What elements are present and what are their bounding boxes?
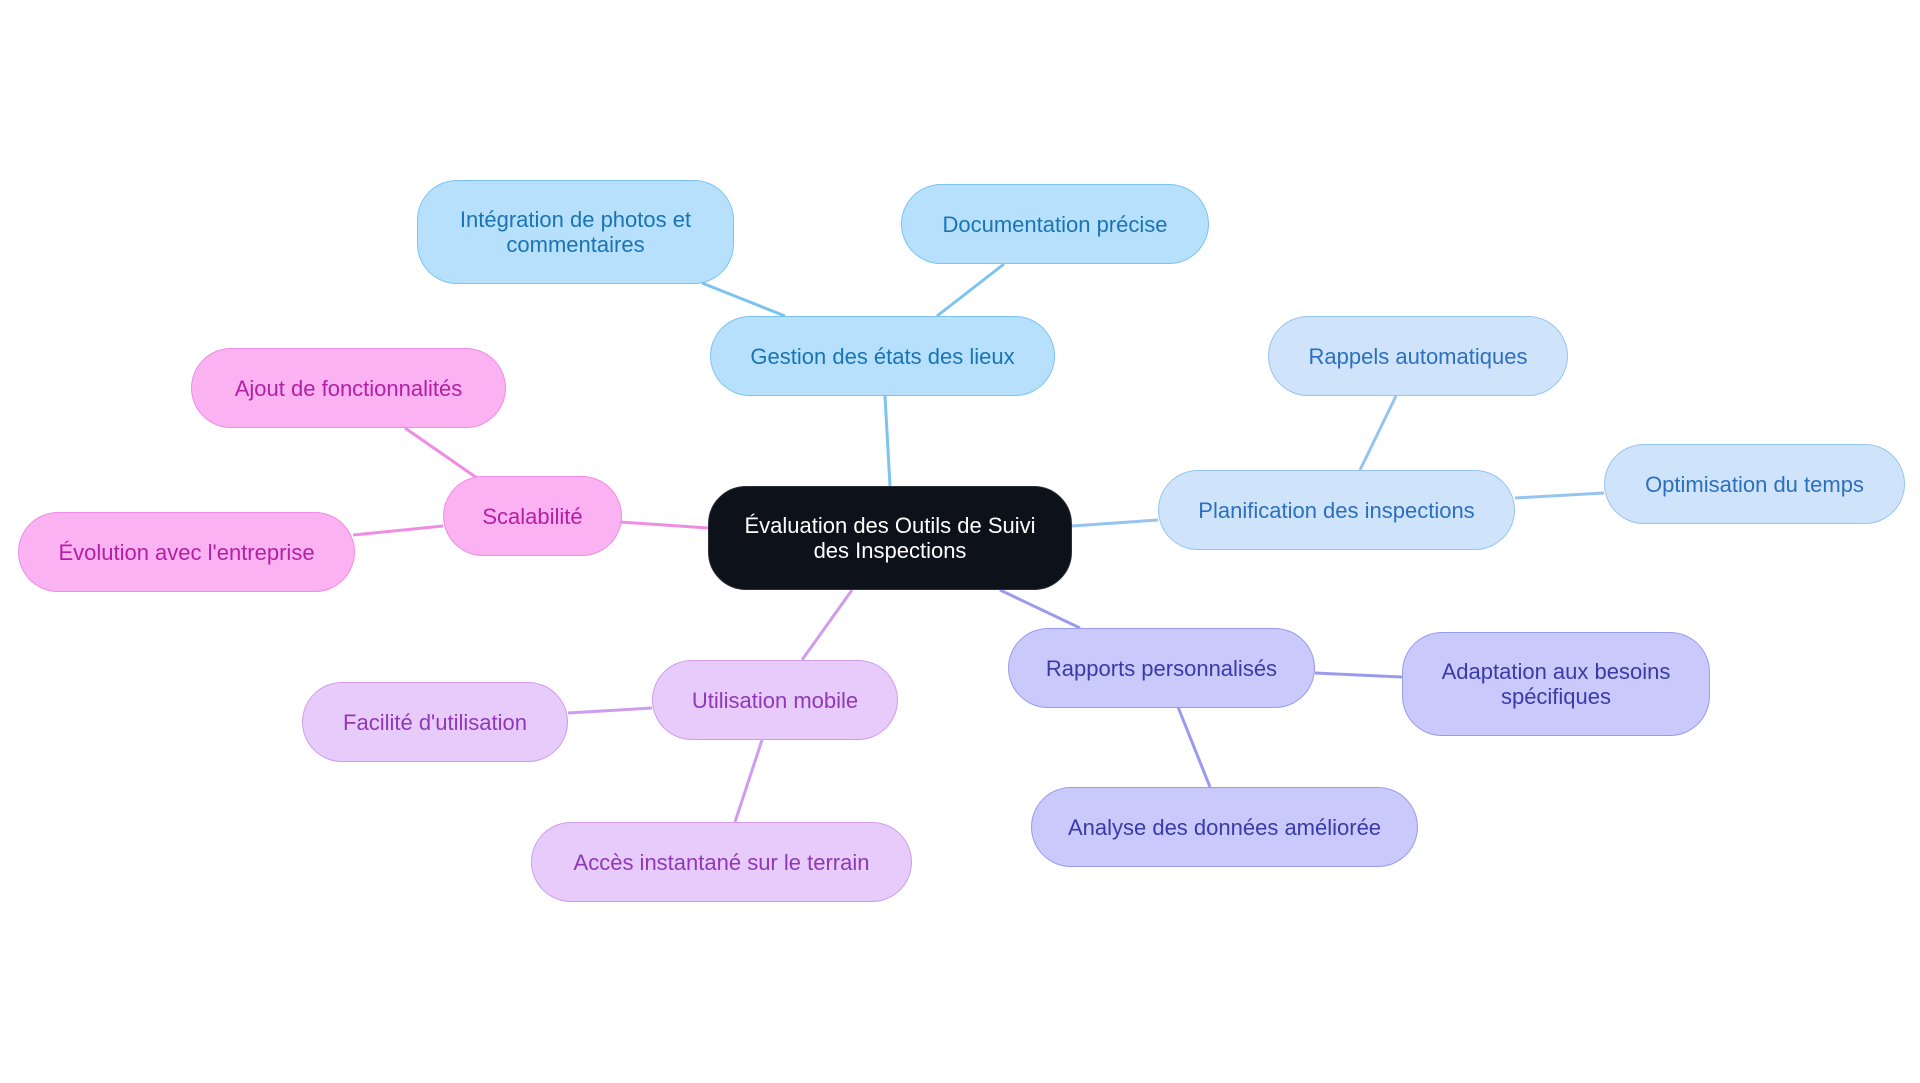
- branch-label: Gestion des états des lieux: [750, 343, 1015, 369]
- branch-node-etats[interactable]: Gestion des états des lieux: [710, 316, 1055, 396]
- edge-root-mobile: [800, 589, 854, 661]
- branch-label: Rapports personnalisés: [1045, 655, 1278, 681]
- leaf-node-photos[interactable]: Intégration de photos et commentaires: [417, 180, 734, 284]
- leaf-node-facilite[interactable]: Facilité d'utilisation: [302, 682, 568, 762]
- leaf-label: Intégration de photos et commentaires: [459, 207, 692, 257]
- leaf-node-optimisation[interactable]: Optimisation du temps: [1604, 444, 1905, 524]
- root-node[interactable]: Évaluation des Outils de Suivi des Inspe…: [708, 486, 1072, 590]
- edge-mobile-facilite: [567, 706, 653, 715]
- edge-planif-optim: [1514, 491, 1605, 500]
- leaf-label: Optimisation du temps: [1645, 471, 1864, 497]
- leaf-node-analyse[interactable]: Analyse des données améliorée: [1031, 787, 1418, 867]
- branch-label: Utilisation mobile: [691, 687, 859, 713]
- edge-root-scala: [619, 520, 709, 530]
- leaf-label: Documentation précise: [942, 211, 1168, 237]
- branch-node-scalabilite[interactable]: Scalabilité: [443, 476, 622, 556]
- leaf-node-adaptation[interactable]: Adaptation aux besoins spécifiques: [1402, 632, 1710, 736]
- leaf-label: Accès instantané sur le terrain: [573, 849, 870, 875]
- leaf-label: Ajout de fonctionnalités: [234, 375, 463, 401]
- edge-etats-photos: [701, 281, 786, 318]
- branch-node-rapports[interactable]: Rapports personnalisés: [1008, 628, 1315, 708]
- edge-rapports-analyse: [1176, 706, 1212, 788]
- edge-etats-doc: [936, 262, 1005, 318]
- branch-label: Planification des inspections: [1198, 497, 1475, 523]
- edge-mobile-acces: [733, 739, 764, 823]
- leaf-node-acces[interactable]: Accès instantané sur le terrain: [531, 822, 912, 902]
- root-label: Évaluation des Outils de Suivi des Inspe…: [744, 513, 1036, 563]
- edge-planif-rappels: [1358, 395, 1398, 471]
- edge-rapports-adapt: [1314, 671, 1403, 679]
- edge-scala-evol: [352, 524, 444, 537]
- edge-root-etats: [883, 395, 892, 487]
- edge-root-rapports: [999, 588, 1081, 630]
- leaf-label: Adaptation aux besoins spécifiques: [1441, 659, 1671, 709]
- leaf-label: Analyse des données améliorée: [1067, 814, 1382, 840]
- leaf-label: Facilité d'utilisation: [343, 709, 527, 735]
- branch-node-mobile[interactable]: Utilisation mobile: [652, 660, 898, 740]
- branch-node-planification[interactable]: Planification des inspections: [1158, 470, 1515, 550]
- leaf-label: Rappels automatiques: [1308, 343, 1528, 369]
- leaf-label: Évolution avec l'entreprise: [58, 539, 315, 565]
- branch-label: Scalabilité: [482, 503, 583, 529]
- leaf-node-documentation[interactable]: Documentation précise: [901, 184, 1209, 264]
- leaf-node-ajout[interactable]: Ajout de fonctionnalités: [191, 348, 506, 428]
- leaf-node-evolution[interactable]: Évolution avec l'entreprise: [18, 512, 355, 592]
- edge-root-planif: [1071, 518, 1159, 528]
- edge-scala-ajout: [404, 426, 478, 480]
- leaf-node-rappels[interactable]: Rappels automatiques: [1268, 316, 1568, 396]
